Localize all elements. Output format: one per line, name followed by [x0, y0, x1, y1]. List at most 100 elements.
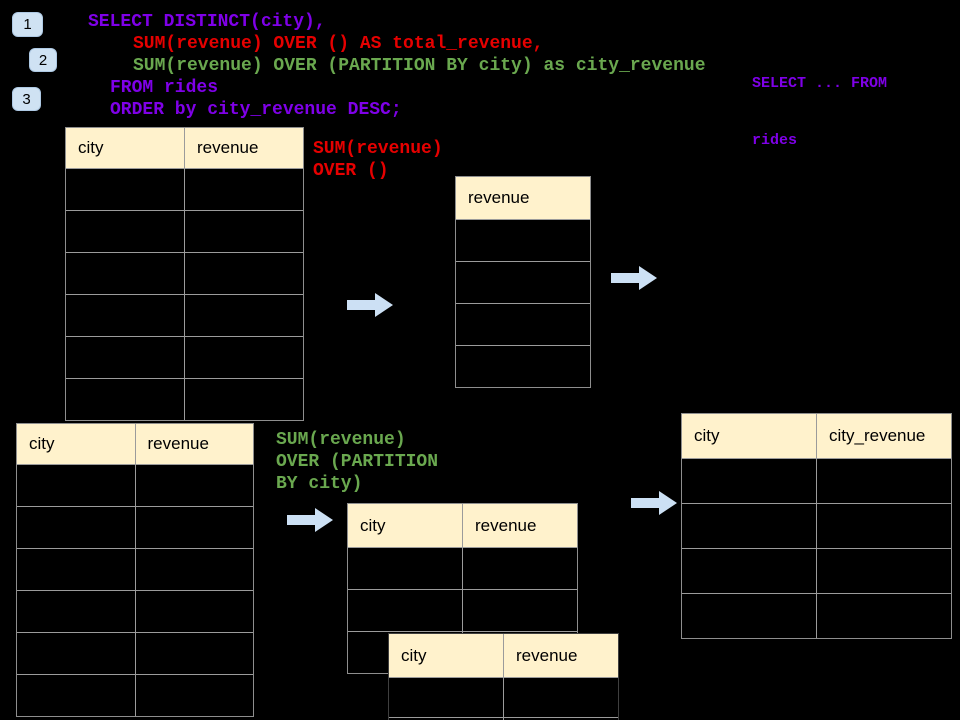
sql-line-partition: SUM(revenue) OVER (PARTITION BY city) as…: [133, 56, 706, 76]
table-body: [17, 464, 253, 716]
table-row: [17, 506, 253, 548]
table-cell: [817, 594, 951, 638]
table-cell: [348, 590, 463, 631]
column-header: city: [66, 128, 185, 168]
column-header: city: [17, 424, 136, 464]
table-cell: [136, 675, 254, 716]
table-row: [66, 294, 303, 336]
table-cell: [17, 591, 136, 632]
annotation-line: SUM(revenue): [313, 139, 443, 159]
table-row: [66, 378, 303, 420]
table-cell: [389, 678, 504, 717]
side-note-line: rides: [752, 132, 798, 149]
table-row: [389, 717, 618, 720]
table-cell: [817, 549, 951, 593]
column-header: revenue: [475, 515, 537, 535]
table-cell: [456, 220, 590, 261]
arrow-shape: [287, 508, 333, 532]
step-badge-3: 3: [12, 87, 41, 111]
table-body: [66, 168, 303, 420]
table-total-revenue: revenue: [455, 176, 591, 388]
table-cell: [185, 253, 303, 294]
column-header: city: [389, 634, 504, 677]
table-row: [456, 261, 590, 303]
column-header: city_revenue: [829, 426, 926, 445]
table-partition-back: city revenue: [347, 503, 578, 674]
annotation-line: OVER (): [313, 161, 389, 181]
table-cell: [66, 169, 185, 210]
table-cell: [136, 507, 254, 548]
table-row: [17, 548, 253, 590]
table-cell: [17, 507, 136, 548]
arrow-right-icon: [287, 508, 333, 532]
table-cell: [504, 678, 618, 717]
table-row: [66, 210, 303, 252]
table-cell: [348, 548, 463, 589]
arrow-shape: [631, 491, 677, 515]
table-cell: [185, 337, 303, 378]
annotation-line: OVER (PARTITION: [276, 452, 439, 472]
table-row: [66, 168, 303, 210]
table-cell: [463, 590, 577, 631]
column-header: city: [348, 504, 463, 547]
column-header: revenue: [468, 188, 530, 207]
sql-code-block: SELECT DISTINCT(city), SUM(revenue) OVER…: [88, 11, 706, 121]
table-cell: [185, 211, 303, 252]
annotation-line: SUM(revenue): [276, 430, 406, 450]
table-cell: [136, 549, 254, 590]
table-cell: [463, 548, 577, 589]
table-body: [682, 458, 951, 638]
table-cell: [17, 633, 136, 674]
table-cell: [136, 591, 254, 632]
table-cell: [17, 465, 136, 506]
table-header-row: city revenue: [348, 504, 577, 547]
step-badge-2: 2: [29, 48, 57, 72]
sql-line-order: ORDER by city_revenue DESC;: [110, 100, 402, 120]
arrow-right-icon: [347, 293, 393, 317]
table-source-top: city revenue: [65, 127, 304, 421]
table-cell: [682, 459, 817, 503]
table-cell: [17, 549, 136, 590]
table-cell: [66, 337, 185, 378]
table-cell: [136, 633, 254, 674]
table-row: [456, 345, 590, 387]
table-result: city city_revenue: [681, 413, 952, 639]
table-row: [66, 252, 303, 294]
step-badge-1: 1: [12, 12, 43, 37]
table-cell: [185, 169, 303, 210]
sql-line-from: FROM rides: [110, 78, 219, 98]
step-number: 3: [22, 90, 31, 108]
table-row: [682, 593, 951, 638]
table-cell: [66, 379, 185, 420]
table-cell: [66, 211, 185, 252]
table-row: [17, 590, 253, 632]
table-row: [348, 589, 577, 631]
table-cell: [66, 253, 185, 294]
annotation-partition: SUM(revenue) OVER (PARTITION BY city): [276, 429, 438, 495]
table-cell: [389, 718, 504, 720]
table-row: [389, 677, 618, 717]
table-cell: [66, 295, 185, 336]
table-cell: [185, 379, 303, 420]
table-body: [389, 677, 618, 720]
table-partition-front: city revenue: [388, 633, 619, 720]
table-cell: [17, 675, 136, 716]
arrow-shape: [347, 293, 393, 317]
column-header: revenue: [197, 138, 259, 157]
table-row: [682, 503, 951, 548]
table-cell: [682, 504, 817, 548]
table-cell: [817, 504, 951, 548]
table-row: [348, 547, 577, 589]
table-cell: [456, 346, 590, 387]
arrow-right-icon: [631, 491, 677, 515]
table-cell: [456, 304, 590, 345]
table-cell: [136, 465, 254, 506]
table-cell: [682, 594, 817, 638]
column-header: revenue: [516, 645, 578, 665]
arrow-right-icon: [611, 266, 657, 290]
table-header-row: city revenue: [66, 128, 303, 168]
step-number: 1: [23, 16, 32, 33]
sql-line-total: SUM(revenue) OVER () AS total_revenue,: [133, 34, 544, 54]
table-source-bottom: city revenue: [16, 423, 254, 717]
